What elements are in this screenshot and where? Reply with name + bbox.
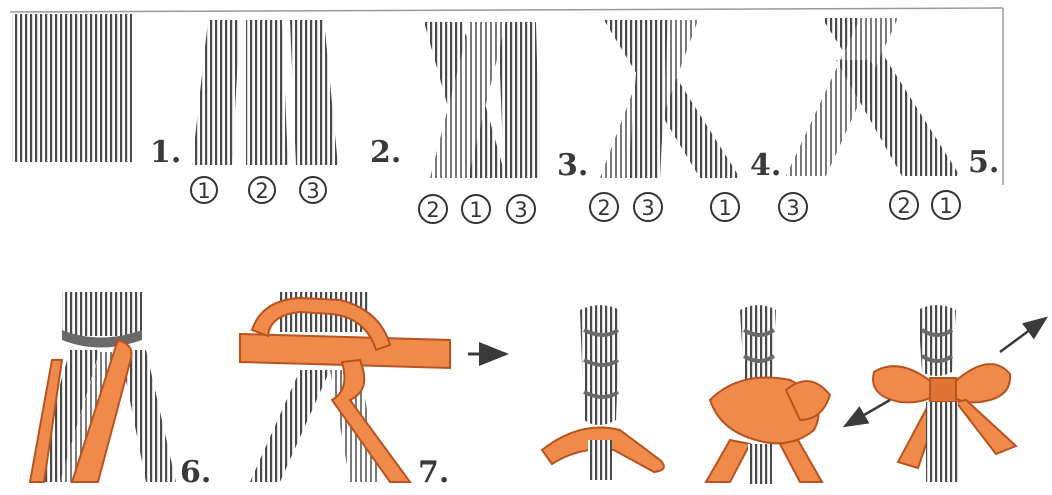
strand-number: 1 <box>718 196 731 220</box>
step-2-strand-numbers: 2 1 3 <box>419 195 535 223</box>
step-0-hair-bundle <box>12 14 132 162</box>
step-4-strand-numbers: 3 <box>779 193 807 221</box>
top-border <box>10 8 1003 12</box>
step-2-strands <box>424 22 540 178</box>
step-6-braid-with-ribbon <box>30 292 176 482</box>
strand-number: 2 <box>897 194 910 218</box>
strand-number: 1 <box>469 198 482 222</box>
strand-number: 2 <box>426 198 439 222</box>
step-10-finished-bow <box>873 305 1016 482</box>
strand-number: 3 <box>786 196 799 220</box>
strand-number: 3 <box>514 198 527 222</box>
strand-number: 3 <box>641 196 654 220</box>
step-1-strands <box>192 20 338 165</box>
step-4-strands <box>786 18 960 176</box>
strand-number: 2 <box>597 196 610 220</box>
strand-number: 1 <box>939 194 952 218</box>
step-5-label: 5. <box>968 145 999 180</box>
step-4-label: 4. <box>750 148 781 183</box>
strand-number: 2 <box>255 179 268 203</box>
step-3-strands <box>600 20 740 178</box>
step-1-strand-numbers: 1 2 3 <box>191 177 326 203</box>
step-5-strand-numbers: 2 1 <box>890 191 960 219</box>
step-9-bow-forming <box>706 305 830 484</box>
strand-number: 3 <box>306 179 319 203</box>
step-7-label: 7. <box>418 455 449 490</box>
step-2-label: 2. <box>370 135 401 170</box>
step-6-label: 6. <box>180 455 211 490</box>
step-3-label: 3. <box>557 148 588 183</box>
step-3-strand-numbers: 2 3 1 <box>590 193 739 221</box>
step-7-ribbon-weaving <box>240 292 450 482</box>
step-1-label: 1. <box>150 135 181 170</box>
step-8-ribbon-tie <box>542 305 664 480</box>
strand-number: 1 <box>197 179 210 203</box>
